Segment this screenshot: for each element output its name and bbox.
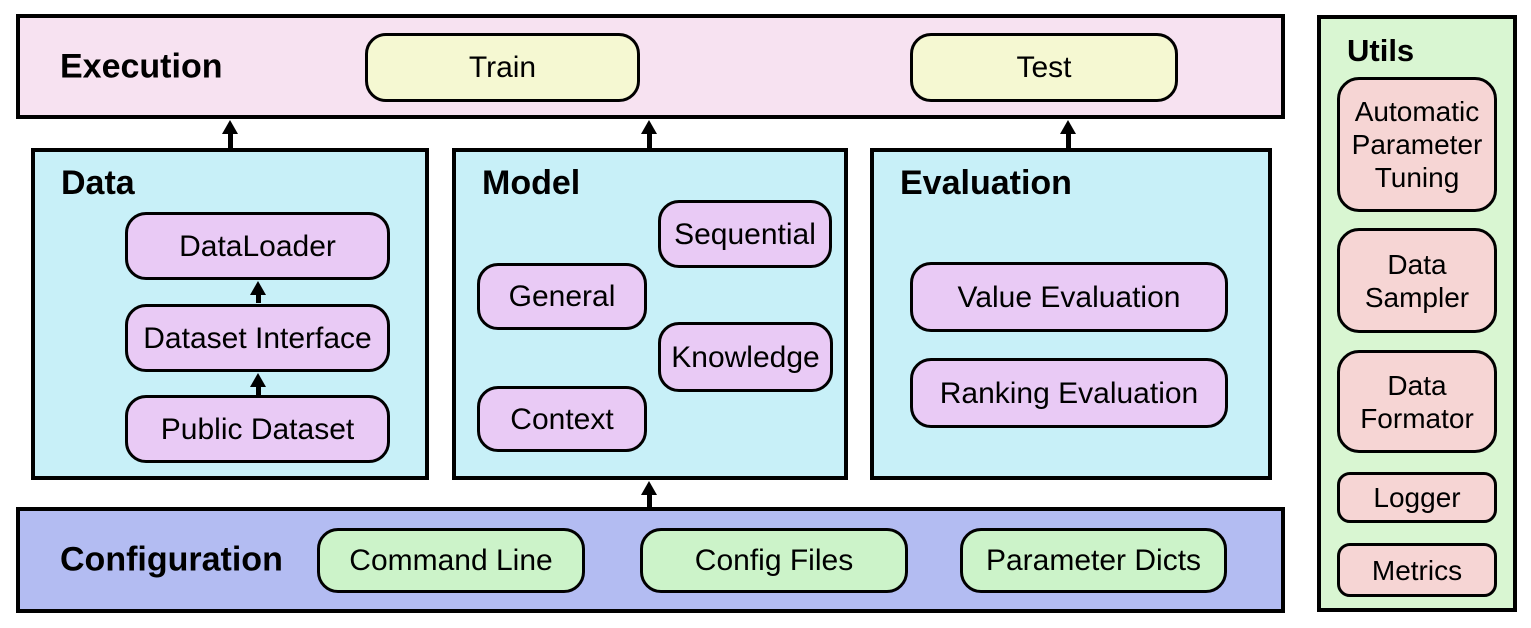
arrow-data-to-execution <box>222 120 238 148</box>
sequential-node: Sequential <box>658 200 832 268</box>
arrow-public-dataset-to-dataset-interface <box>250 373 266 395</box>
evaluation-title: Evaluation <box>900 164 1072 202</box>
command-line-node: Command Line <box>317 528 585 593</box>
arrow-evaluation-to-execution <box>1060 120 1076 148</box>
value-evaluation-node: Value Evaluation <box>910 262 1228 332</box>
general-node: General <box>477 263 647 330</box>
model-title: Model <box>482 164 581 202</box>
metrics-node: Metrics <box>1337 543 1497 597</box>
test-node: Test <box>910 33 1178 102</box>
dataset-interface-node: Dataset Interface <box>125 304 390 372</box>
configuration-title: Configuration <box>60 540 283 579</box>
dataloader-node: DataLoader <box>125 212 390 280</box>
data-title: Data <box>61 164 135 202</box>
utils-title: Utils <box>1347 33 1415 68</box>
parameter-dicts-node: Parameter Dicts <box>960 528 1227 593</box>
public-dataset-node: Public Dataset <box>125 395 390 463</box>
execution-title: Execution <box>60 47 223 85</box>
data-sampler-node: Data Sampler <box>1337 228 1497 333</box>
ranking-evaluation-node: Ranking Evaluation <box>910 358 1228 428</box>
knowledge-node: Knowledge <box>658 322 833 392</box>
context-node: Context <box>477 386 647 452</box>
arrow-configuration-to-model <box>641 481 657 507</box>
arrow-model-to-execution <box>641 120 657 148</box>
arrow-dataset-interface-to-dataloader <box>250 281 266 303</box>
logger-node: Logger <box>1337 472 1497 523</box>
automatic-parameter-tuning-node: Automatic Parameter Tuning <box>1337 77 1497 212</box>
config-files-node: Config Files <box>640 528 908 593</box>
data-formator-node: Data Formator <box>1337 350 1497 453</box>
train-node: Train <box>365 33 640 102</box>
